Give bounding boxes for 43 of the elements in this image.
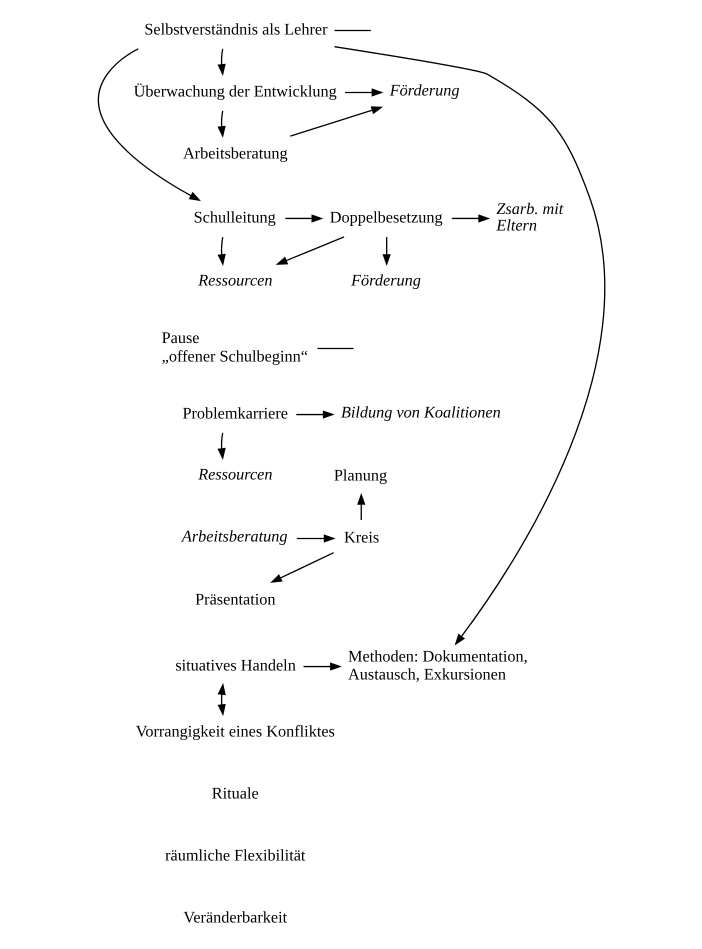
label: räumliche Flexibilität xyxy=(164,846,305,864)
arrow xyxy=(216,48,226,76)
node-text: Arbeitsberatung xyxy=(182,144,288,162)
arrow xyxy=(217,236,226,266)
arrow xyxy=(275,236,344,265)
node-text: Pause „offener Schulbeginn“ xyxy=(161,329,308,366)
arrow xyxy=(216,110,226,138)
node-text: Planung xyxy=(333,466,387,484)
node-text: situatives Handeln xyxy=(174,656,296,674)
arrow xyxy=(290,106,383,137)
node-text: Doppelbesetzung xyxy=(329,208,442,226)
arrow xyxy=(356,492,365,520)
node-text: Selbstverständnis als Lehrer xyxy=(144,20,328,38)
arrow xyxy=(217,683,226,716)
node-text: Arbeitsberatung xyxy=(181,527,288,546)
arrow xyxy=(296,410,334,419)
arrow xyxy=(344,88,383,97)
arrow xyxy=(97,48,201,202)
connector xyxy=(316,348,354,350)
node-text: Ressourcen xyxy=(198,465,272,484)
node-text: Zsarb. mit Eltern xyxy=(496,200,563,234)
arrow xyxy=(382,237,390,266)
node-text: Methoden: Dokumentation, Austausch, Exkursionen xyxy=(348,647,528,684)
arrow xyxy=(216,432,226,460)
node-text: Förderung xyxy=(389,81,460,100)
label: Veränderbarkeit xyxy=(182,908,287,926)
arrow xyxy=(303,662,342,671)
node-text: Kreis xyxy=(343,528,379,546)
arrow xyxy=(451,214,490,223)
arrow xyxy=(296,534,336,543)
arrow xyxy=(284,214,323,223)
node-text: Förderung xyxy=(350,271,420,290)
connector xyxy=(334,30,370,32)
node-text: Bildung von Koalitionen xyxy=(340,403,500,422)
node-text: Überwachung der Entwicklung xyxy=(133,82,336,100)
arrow xyxy=(270,552,334,583)
node-text: Problemkarriere xyxy=(182,404,288,422)
label: Rituale xyxy=(211,784,258,802)
node-text: Präsentation xyxy=(194,590,275,608)
node-text: Vorrangigkeit eines Konfliktes xyxy=(135,722,334,740)
arrow xyxy=(334,46,605,646)
node-text: Ressourcen xyxy=(198,271,272,290)
node-text: Schulleitung xyxy=(193,208,276,226)
